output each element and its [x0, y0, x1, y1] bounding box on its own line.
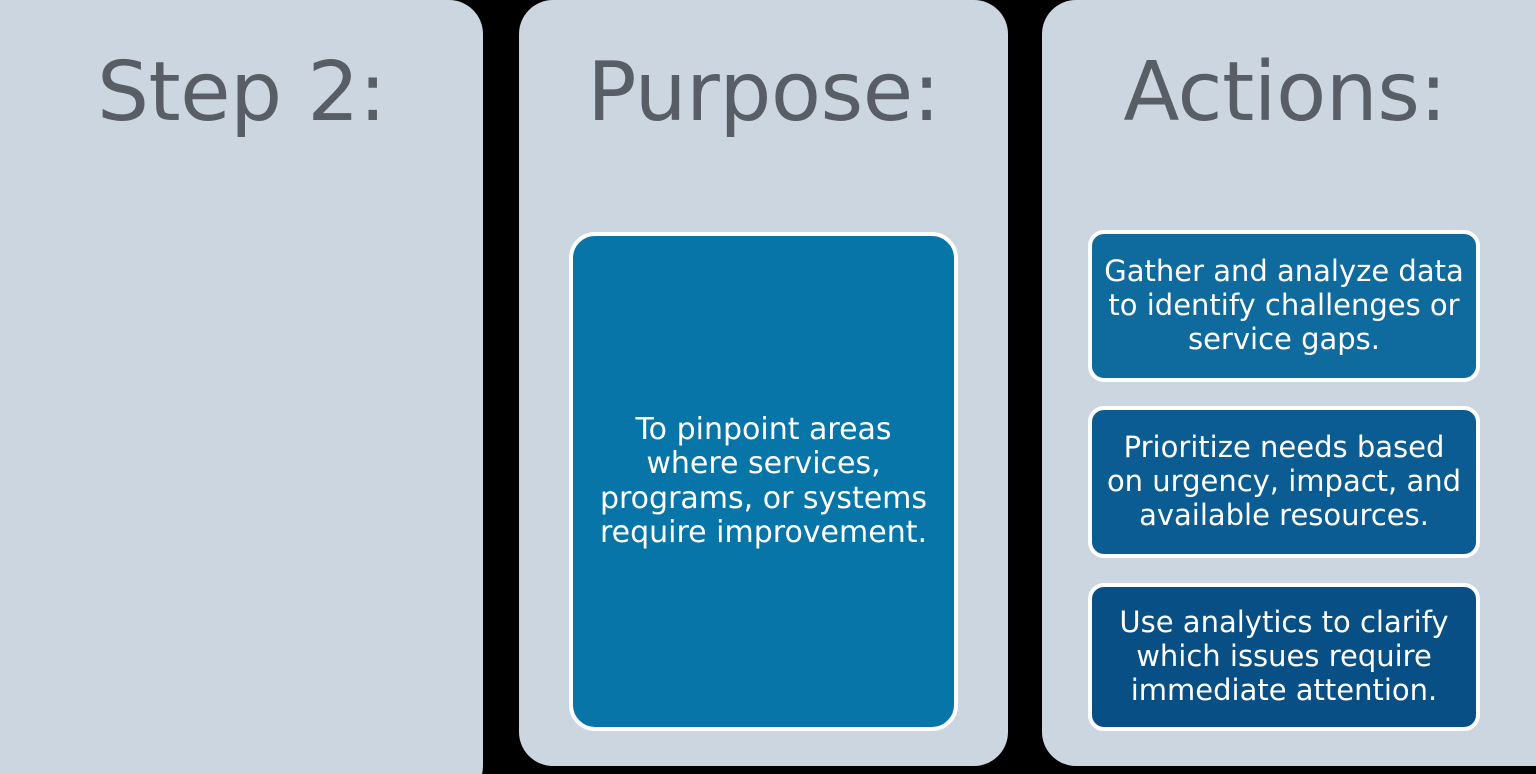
action-card-text: Use analytics to clarify which issues re…: [1119, 605, 1449, 707]
panel-actions: Actions: Gather and analyze data to iden…: [1042, 0, 1536, 766]
purpose-heading: Purpose:: [587, 45, 940, 140]
action-card: Use analytics to clarify which issues re…: [1088, 583, 1480, 731]
action-card: Prioritize needs based on urgency, impac…: [1088, 406, 1480, 558]
action-card-text: Prioritize needs based on urgency, impac…: [1106, 430, 1462, 532]
panel-purpose: Purpose: To pinpoint areas where service…: [519, 0, 1008, 766]
purpose-body-text: To pinpoint areas where services, progra…: [599, 412, 928, 550]
step-heading: Step 2:: [96, 45, 387, 140]
panel-step: Step 2:: [0, 0, 483, 774]
action-card: Gather and analyze data to identify chal…: [1088, 230, 1480, 382]
purpose-content-box: To pinpoint areas where services, progra…: [569, 232, 958, 731]
actions-heading: Actions:: [1123, 45, 1447, 140]
action-card-text: Gather and analyze data to identify chal…: [1104, 254, 1464, 356]
